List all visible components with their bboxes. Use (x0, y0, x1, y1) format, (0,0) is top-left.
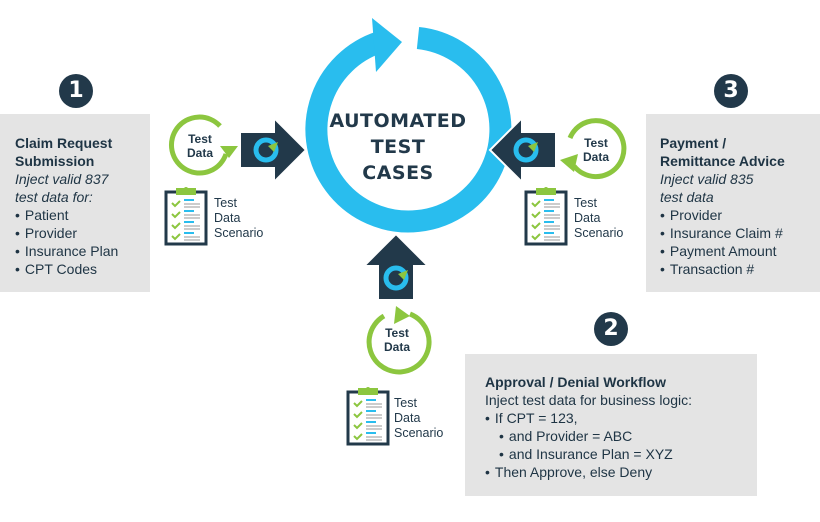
step-2-bullets: If CPT = 123, and Provider = ABC and Ins… (485, 409, 757, 481)
test-data-label-left: Test Data (180, 132, 220, 160)
step-1-title-line: Claim Request (15, 135, 113, 151)
test-data-label-line: Data (582, 150, 609, 164)
test-data-cycle-bottom-icon (366, 306, 432, 375)
bullet-item: Provider (660, 206, 820, 224)
test-data-label-line: Test (584, 136, 608, 150)
step-3-title-line: Remittance Advice (660, 153, 785, 169)
cycle-arc (305, 27, 512, 233)
step-1-bullets: Patient Provider Insurance Plan CPT Code… (15, 206, 150, 278)
step-1-title: Claim Request Submission (15, 134, 150, 170)
scenario-label-line: Test (214, 196, 237, 210)
bullet-item-indented: and Insurance Plan = XYZ (485, 445, 757, 463)
center-title-line-2: TEST (370, 136, 426, 158)
step-1-title-line: Submission (15, 153, 95, 169)
test-data-label-line: Test (188, 132, 212, 146)
test-data-label-right: Test Data (576, 136, 616, 164)
test-data-label-line: Data (186, 146, 213, 160)
scenario-label-line: Data (574, 211, 601, 225)
scenario-label-line: Test (574, 196, 597, 210)
step-2-panel: Approval / Denial Workflow Inject test d… (465, 354, 757, 496)
bullet-item: If CPT = 123, (485, 409, 757, 427)
clipboard-left-icon (164, 187, 208, 246)
step-1-subtitle: Inject valid 837 test data for: (15, 170, 150, 206)
clipboard-bottom-icon (346, 387, 390, 446)
bullet-item: Payment Amount (660, 242, 820, 260)
bullet-item: Insurance Claim # (660, 224, 820, 242)
bullet-item: Insurance Plan (15, 242, 150, 260)
scenario-label-line: Data (214, 211, 241, 225)
step-3-subtitle-line: Inject valid 835 (660, 171, 754, 187)
bullet-item: Then Approve, else Deny (485, 463, 757, 481)
inject-arrow-left-icon (240, 118, 308, 182)
center-title-line-3: CASES (362, 162, 434, 184)
step-3-bullets: Provider Insurance Claim # Payment Amoun… (660, 206, 820, 278)
step-1-subtitle-line: test data for: (15, 189, 93, 205)
scenario-label-right: Test Data Scenario (574, 196, 623, 241)
center-title: AUTOMATED TEST CASES (318, 108, 478, 186)
bullet-item: Transaction # (660, 260, 820, 278)
bullet-item: Provider (15, 224, 150, 242)
logo-icon (383, 265, 409, 291)
test-data-label-bottom: Test Data (377, 326, 417, 354)
scenario-label-line: Scenario (214, 226, 264, 240)
step-3-title: Payment / Remittance Advice (660, 134, 820, 170)
step-3-subtitle: Inject valid 835 test data (660, 170, 820, 206)
scenario-label-line: Test (394, 396, 417, 410)
test-data-cycle-left-icon (169, 114, 238, 176)
bullet-item: Patient (15, 206, 150, 224)
test-data-label-line: Data (383, 340, 410, 354)
scenario-label-left: Test Data Scenario (214, 196, 263, 241)
bullet-item: CPT Codes (15, 260, 150, 278)
logo-icon (513, 137, 539, 163)
step-2-title: Approval / Denial Workflow (485, 374, 666, 390)
step-2-subtitle: Inject test data for business logic: (485, 392, 692, 408)
inject-arrow-right-icon (488, 118, 556, 182)
scenario-label-line: Scenario (574, 226, 624, 240)
scenario-label-line: Scenario (394, 426, 444, 440)
bullet-item-indented: and Provider = ABC (485, 427, 757, 445)
step-1-badge: 1 (59, 74, 93, 108)
cycle-arrowhead-icon (372, 18, 402, 72)
scenario-label-bottom: Test Data Scenario (394, 396, 443, 441)
inject-arrow-bottom-icon (364, 232, 428, 300)
step-3-badge: 3 (714, 74, 748, 108)
test-data-cycle-right-icon (560, 118, 627, 180)
step-2-badge: 2 (594, 312, 628, 346)
step-3-subtitle-line: test data (660, 189, 714, 205)
test-data-label-line: Test (385, 326, 409, 340)
scenario-label-line: Data (394, 411, 421, 425)
clipboard-right-icon (524, 187, 568, 246)
step-1-panel: Claim Request Submission Inject valid 83… (0, 114, 150, 292)
step-3-title-line: Payment / (660, 135, 727, 151)
logo-icon (253, 137, 279, 163)
step-1-subtitle-line: Inject valid 837 (15, 171, 109, 187)
center-title-line-1: AUTOMATED (329, 110, 467, 132)
automated-cycle-ring (305, 18, 512, 233)
step-3-panel: Payment / Remittance Advice Inject valid… (646, 114, 820, 292)
